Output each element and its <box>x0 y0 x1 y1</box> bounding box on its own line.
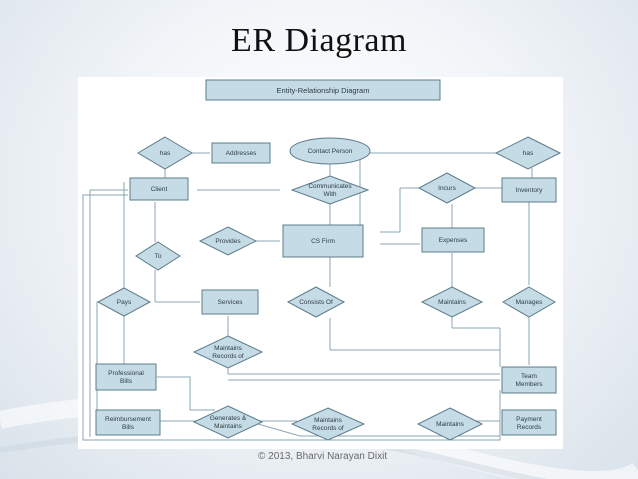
label-provides: Provides <box>215 238 241 245</box>
er-diagram: Entity-Relationship Diagram <box>78 77 563 449</box>
er-diagram-canvas: Entity-Relationship Diagram <box>82 79 562 441</box>
label-pays: Pays <box>117 299 132 306</box>
label-expenses: Expenses <box>439 237 468 244</box>
label-consists-of: Consists Of <box>299 299 333 306</box>
entity-expenses <box>421 227 485 253</box>
relationship-maintains-records-bills <box>290 407 366 441</box>
attribute-contact-person <box>289 137 371 165</box>
relationship-generates-maintains <box>192 405 264 439</box>
label-team-members-1: Team <box>521 373 537 380</box>
entity-client <box>129 177 189 201</box>
label-incurs: Incurs <box>438 185 456 192</box>
entity-professional-bills <box>95 363 157 391</box>
label-maintains-payment: Maintains <box>436 421 465 428</box>
label-to: To <box>155 253 162 260</box>
label-client: Client <box>151 186 168 193</box>
relationship-consists-of <box>286 286 346 318</box>
label-addresses: Addresses <box>226 150 257 157</box>
relationship-provides <box>198 226 258 256</box>
slide-title: ER Diagram <box>231 22 407 59</box>
label-cs-firm: CS Firm <box>311 238 335 245</box>
entity-cs-firm <box>282 224 364 258</box>
label-maintains-records-services-1: Maintains <box>214 345 243 352</box>
label-reimbursement-bills-2: Bills <box>122 424 135 431</box>
label-client-has: has <box>160 150 171 157</box>
relationship-diamonds <box>96 136 562 441</box>
label-payment-records-1: Payment <box>516 416 542 423</box>
entity-services <box>201 289 259 315</box>
label-professional-bills-1: Professional <box>108 370 144 377</box>
relationship-maintains-expenses <box>420 286 484 318</box>
label-manages: Manages <box>516 299 543 306</box>
label-reimbursement-bills-1: Reimbursement <box>105 416 151 423</box>
label-inventory-has: has <box>523 150 534 157</box>
relationship-maintains-payment <box>416 407 484 441</box>
relationship-client-has <box>137 136 193 170</box>
label-generates-2: Maintains <box>214 423 243 430</box>
label-contact-person: Contact Person <box>308 148 353 155</box>
relationship-manages <box>501 286 557 318</box>
entity-boxes <box>95 142 557 436</box>
label-payment-records-2: Records <box>517 424 542 431</box>
diagram-banner: Entity-Relationship Diagram <box>277 86 370 95</box>
connector-lines <box>82 152 533 441</box>
banner-box <box>205 79 441 101</box>
label-maintains-records-services-2: Records of <box>212 353 244 360</box>
label-maintains-records-bills-1: Maintains <box>314 417 343 424</box>
relationship-inventory-has <box>494 136 562 170</box>
entity-payment-records <box>501 409 557 436</box>
diagram-labels: Addresses Client CS Firm Expenses Invent… <box>105 148 543 432</box>
entity-addresses <box>211 142 271 164</box>
entity-reimbursement-bills <box>95 409 161 436</box>
footer-copyright: © 2013, Bharvi Narayan Dixit <box>258 451 388 462</box>
entity-inventory <box>501 177 557 203</box>
relationship-communicates-with <box>290 175 370 205</box>
label-team-members-2: Members <box>515 381 543 388</box>
relationship-pays <box>96 287 152 317</box>
label-generates-1: Generates & <box>210 415 247 422</box>
relationship-to <box>135 241 181 271</box>
label-inventory: Inventory <box>516 187 543 194</box>
label-services: Services <box>218 299 244 306</box>
label-maintains-expenses: Maintains <box>438 299 467 306</box>
relationship-maintains-records-services <box>192 335 264 369</box>
label-communicates-1: Communicates <box>308 183 352 190</box>
entity-team-members <box>501 366 557 394</box>
label-maintains-records-bills-2: Records of <box>312 425 344 432</box>
relationship-incurs <box>417 172 477 204</box>
label-professional-bills-2: Bills <box>120 378 133 385</box>
label-communicates-2: With <box>324 191 337 198</box>
